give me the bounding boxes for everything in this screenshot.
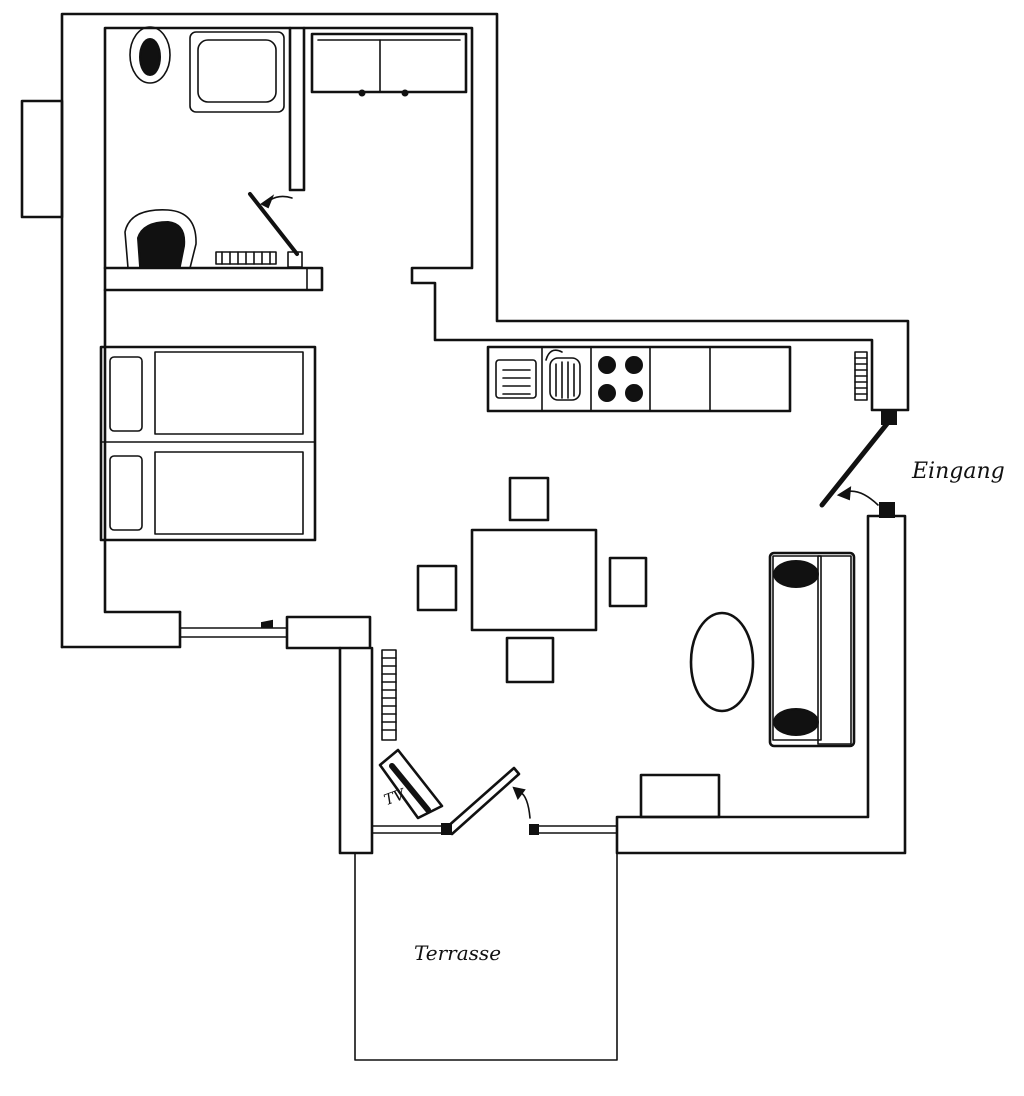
sofa [768, 551, 856, 748]
chair-top [508, 476, 550, 522]
outer-walls [20, 12, 910, 1061]
tv-label: TV [381, 784, 409, 809]
bathroom-door [248, 192, 299, 256]
sink-drainer [495, 359, 537, 399]
dining-set [416, 476, 648, 684]
chair-bottom [505, 636, 555, 684]
dining-table [470, 528, 598, 632]
entrance-door [819, 409, 897, 518]
left-window [20, 99, 64, 219]
toilet [129, 26, 171, 84]
wash-basin [189, 31, 285, 113]
entrance-label: Eingang [911, 459, 1005, 484]
stove [598, 356, 643, 402]
sink [549, 357, 581, 401]
chair-left [416, 564, 458, 612]
wardrobe [310, 32, 468, 94]
shower [124, 209, 197, 269]
double-bed [99, 345, 317, 542]
terrace-door [441, 766, 531, 836]
radiator-living [381, 649, 397, 741]
lounge [689, 551, 856, 748]
chair-right [608, 556, 648, 608]
bedroom-beds [99, 345, 317, 542]
tv: TV [378, 748, 444, 820]
window-slits [179, 619, 618, 835]
coffee-table [689, 611, 755, 713]
kitchen-counter [486, 345, 868, 413]
sideboard [639, 773, 721, 819]
terrace-label: Terrasse [414, 941, 501, 965]
bathroom [103, 26, 468, 292]
